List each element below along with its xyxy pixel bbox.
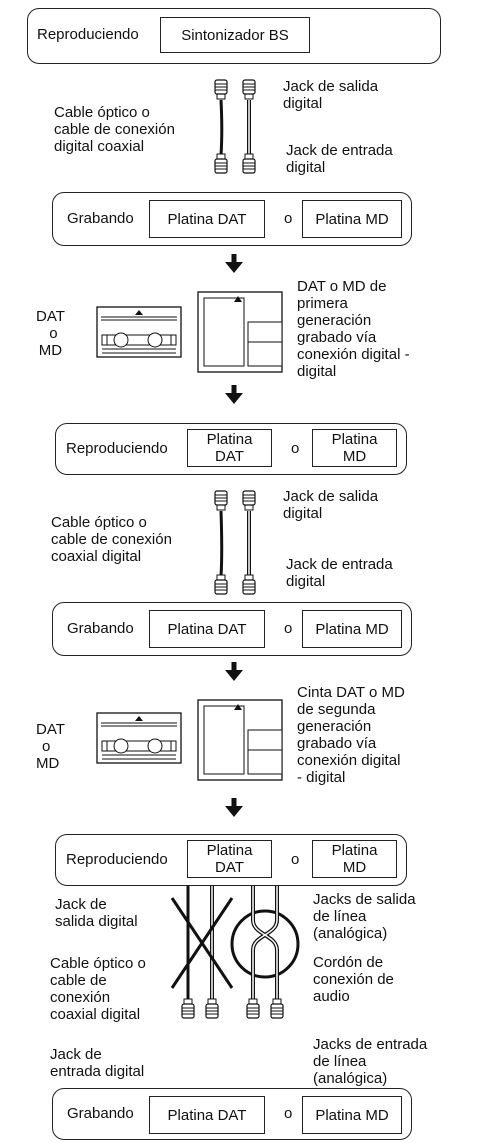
optical-cable-2 bbox=[214, 491, 256, 595]
optical-cable-1 bbox=[214, 80, 256, 174]
minidisc-2 bbox=[197, 699, 283, 781]
or-text: o bbox=[291, 851, 300, 868]
playing-label: Reproduciendo bbox=[37, 26, 139, 43]
playing-label: Reproduciendo bbox=[66, 851, 168, 868]
down-arrow-2 bbox=[225, 385, 243, 404]
dat-deck-box: Platina DAT bbox=[149, 610, 265, 648]
dat-deck-box: Platina DAT bbox=[149, 200, 265, 238]
crossed-digital-cable bbox=[170, 858, 234, 1019]
down-arrow-4 bbox=[225, 798, 243, 817]
playing-label: Reproduciendo bbox=[66, 440, 168, 457]
dat-deck-box: Platina DAT bbox=[149, 1096, 265, 1134]
dat-tape-1 bbox=[96, 306, 182, 358]
recording-label: Grabando bbox=[67, 1105, 134, 1122]
down-arrow-3 bbox=[225, 662, 243, 681]
recording-label: Grabando bbox=[67, 620, 134, 637]
md-deck-box: Platina MD bbox=[302, 1096, 402, 1134]
or-text: o bbox=[284, 1105, 293, 1122]
or-text: o bbox=[284, 210, 293, 227]
down-arrow-1 bbox=[225, 254, 243, 273]
md-deck-box: Platina MD bbox=[302, 200, 402, 238]
bs-tuner-box: Sintonizador BS bbox=[160, 17, 310, 53]
or-text: o bbox=[291, 440, 300, 457]
minidisc-1 bbox=[197, 291, 283, 373]
or-text: o bbox=[284, 620, 293, 637]
analog-audio-cord bbox=[230, 858, 300, 1019]
md-deck-box: Platina MD bbox=[302, 610, 402, 648]
recording-label: Grabando bbox=[67, 210, 134, 227]
dat-tape-2 bbox=[96, 712, 182, 764]
